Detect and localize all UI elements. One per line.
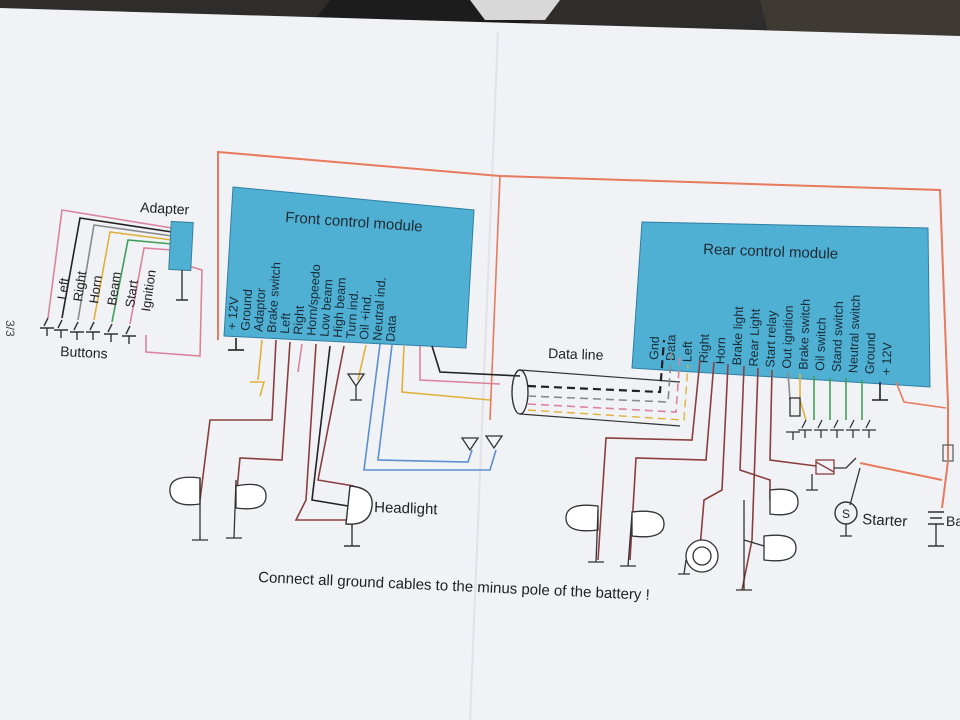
start-relay-icon	[789, 397, 801, 417]
button-label-ignition: Ignition	[138, 269, 159, 313]
rear-module-pin-label: Right	[697, 333, 712, 363]
button-label-right: Right	[70, 270, 89, 303]
rear-module-pin-label: Gnd	[647, 336, 662, 360]
front-right-lamp	[226, 479, 267, 539]
button-label-start: Start	[122, 279, 141, 309]
button-label-beam: Beam	[104, 271, 124, 307]
rear-module-pin-label: Ground	[863, 332, 878, 374]
lamp-bulb-icon	[565, 504, 599, 532]
rear-module-pin-label: Stand switch	[830, 301, 846, 372]
starter-symbol: S	[842, 507, 850, 521]
front-module-pin-label: Low beam	[317, 279, 335, 338]
battery-icon	[928, 511, 944, 547]
front-module-pin-label: + 12V	[225, 296, 241, 331]
rear-module-pin-label: Start relay	[763, 310, 779, 368]
lamp-bulb-icon	[235, 483, 267, 510]
rear-right-lamp	[620, 510, 665, 567]
rear-module-title: Rear control module	[703, 241, 839, 263]
rear-module-pin-label: Rear Light	[747, 308, 763, 367]
paper-fold	[469, 31, 499, 720]
lamp-bulb-icon	[631, 510, 665, 538]
paper-sheet	[0, 8, 960, 720]
adapter-label: Adapter	[140, 199, 190, 218]
neutral-indicator-lamp-icon	[484, 435, 504, 450]
lamp-bulb-icon	[769, 488, 799, 516]
adapter-connector	[168, 220, 194, 272]
rear-module-pin-label: Brake light	[730, 306, 746, 366]
rear-module-pin-label: Horn	[713, 337, 728, 365]
front-module-pin-label: Neutral ind.	[370, 276, 388, 341]
background-object-light	[470, 0, 560, 20]
page-number: 3/3	[3, 320, 17, 337]
button-labels: Left Right Horn Beam Start Ignition	[54, 269, 159, 313]
button-symbols	[40, 317, 136, 344]
front-module-pin-label: Data	[383, 315, 399, 342]
data-line-cable	[511, 339, 689, 427]
headlight-symbol	[344, 485, 373, 547]
power-wire-branch	[489, 175, 501, 421]
rear-switch-symbols	[786, 397, 876, 440]
starter-relay	[806, 457, 857, 491]
adapter-ground-icon	[176, 270, 188, 301]
rear-module-pin-label: Left	[680, 340, 695, 362]
front-module-pin-label: Left	[278, 312, 293, 334]
front-left-lamp	[169, 476, 208, 541]
button-label-horn: Horn	[86, 274, 105, 304]
starter-power-wire	[859, 462, 943, 481]
rear-module-pin-label: Oil switch	[813, 317, 829, 371]
battery-label: Ba	[946, 513, 960, 529]
rear-module-box	[631, 221, 931, 388]
lamp-bulb-icon	[169, 476, 201, 506]
rear-module-pin-label: Data	[664, 334, 679, 361]
rear-module-pin-label: Brake switch	[796, 299, 812, 370]
front-control-module: Front control module + 12VGroundAdaptorB…	[223, 186, 475, 349]
rear-light-lamp	[736, 500, 797, 591]
front-module-pin-label: Turn ind.	[344, 289, 361, 339]
lamp-bulb-icon	[763, 534, 797, 562]
headlight-icon	[345, 485, 373, 525]
button-wires	[47, 209, 203, 357]
buttons-group-label: Buttons	[60, 343, 108, 361]
turn-indicator-lamp-icon	[346, 373, 366, 388]
front-module-pin-label: High beam	[331, 277, 349, 338]
oil-indicator-lamp-icon	[460, 437, 480, 452]
front-module-pin-label: Right	[291, 305, 307, 336]
button-label-left: Left	[54, 276, 72, 300]
rear-module-pin-label: Out ignition	[780, 305, 796, 369]
rear-output-wires	[597, 359, 947, 591]
rear-module-pin-label: + 12V	[879, 341, 894, 375]
power-wire-battery	[941, 460, 949, 509]
front-module-box	[223, 186, 475, 349]
rear-module-pin-label: Neutral switch	[846, 294, 863, 373]
front-indicator-lamps	[346, 373, 504, 452]
horn	[678, 539, 719, 575]
brake-light-lamp	[769, 488, 799, 516]
front-module-pin-label: Oil +ind.	[357, 293, 374, 340]
front-module-pin-label: Brake switch	[265, 262, 284, 334]
starter-label: Starter	[862, 511, 908, 530]
data-line-label: Data line	[548, 345, 604, 363]
starter-motor: S	[834, 467, 861, 537]
headlight-label: Headlight	[374, 499, 439, 518]
front-module-pin-label: Adaptor	[251, 288, 268, 333]
front-module-pin-label: Horn/speedo	[304, 264, 323, 336]
horn-icon	[685, 539, 719, 573]
front-module-pin-label: Ground	[238, 289, 255, 332]
rear-left-lamp	[565, 504, 604, 563]
